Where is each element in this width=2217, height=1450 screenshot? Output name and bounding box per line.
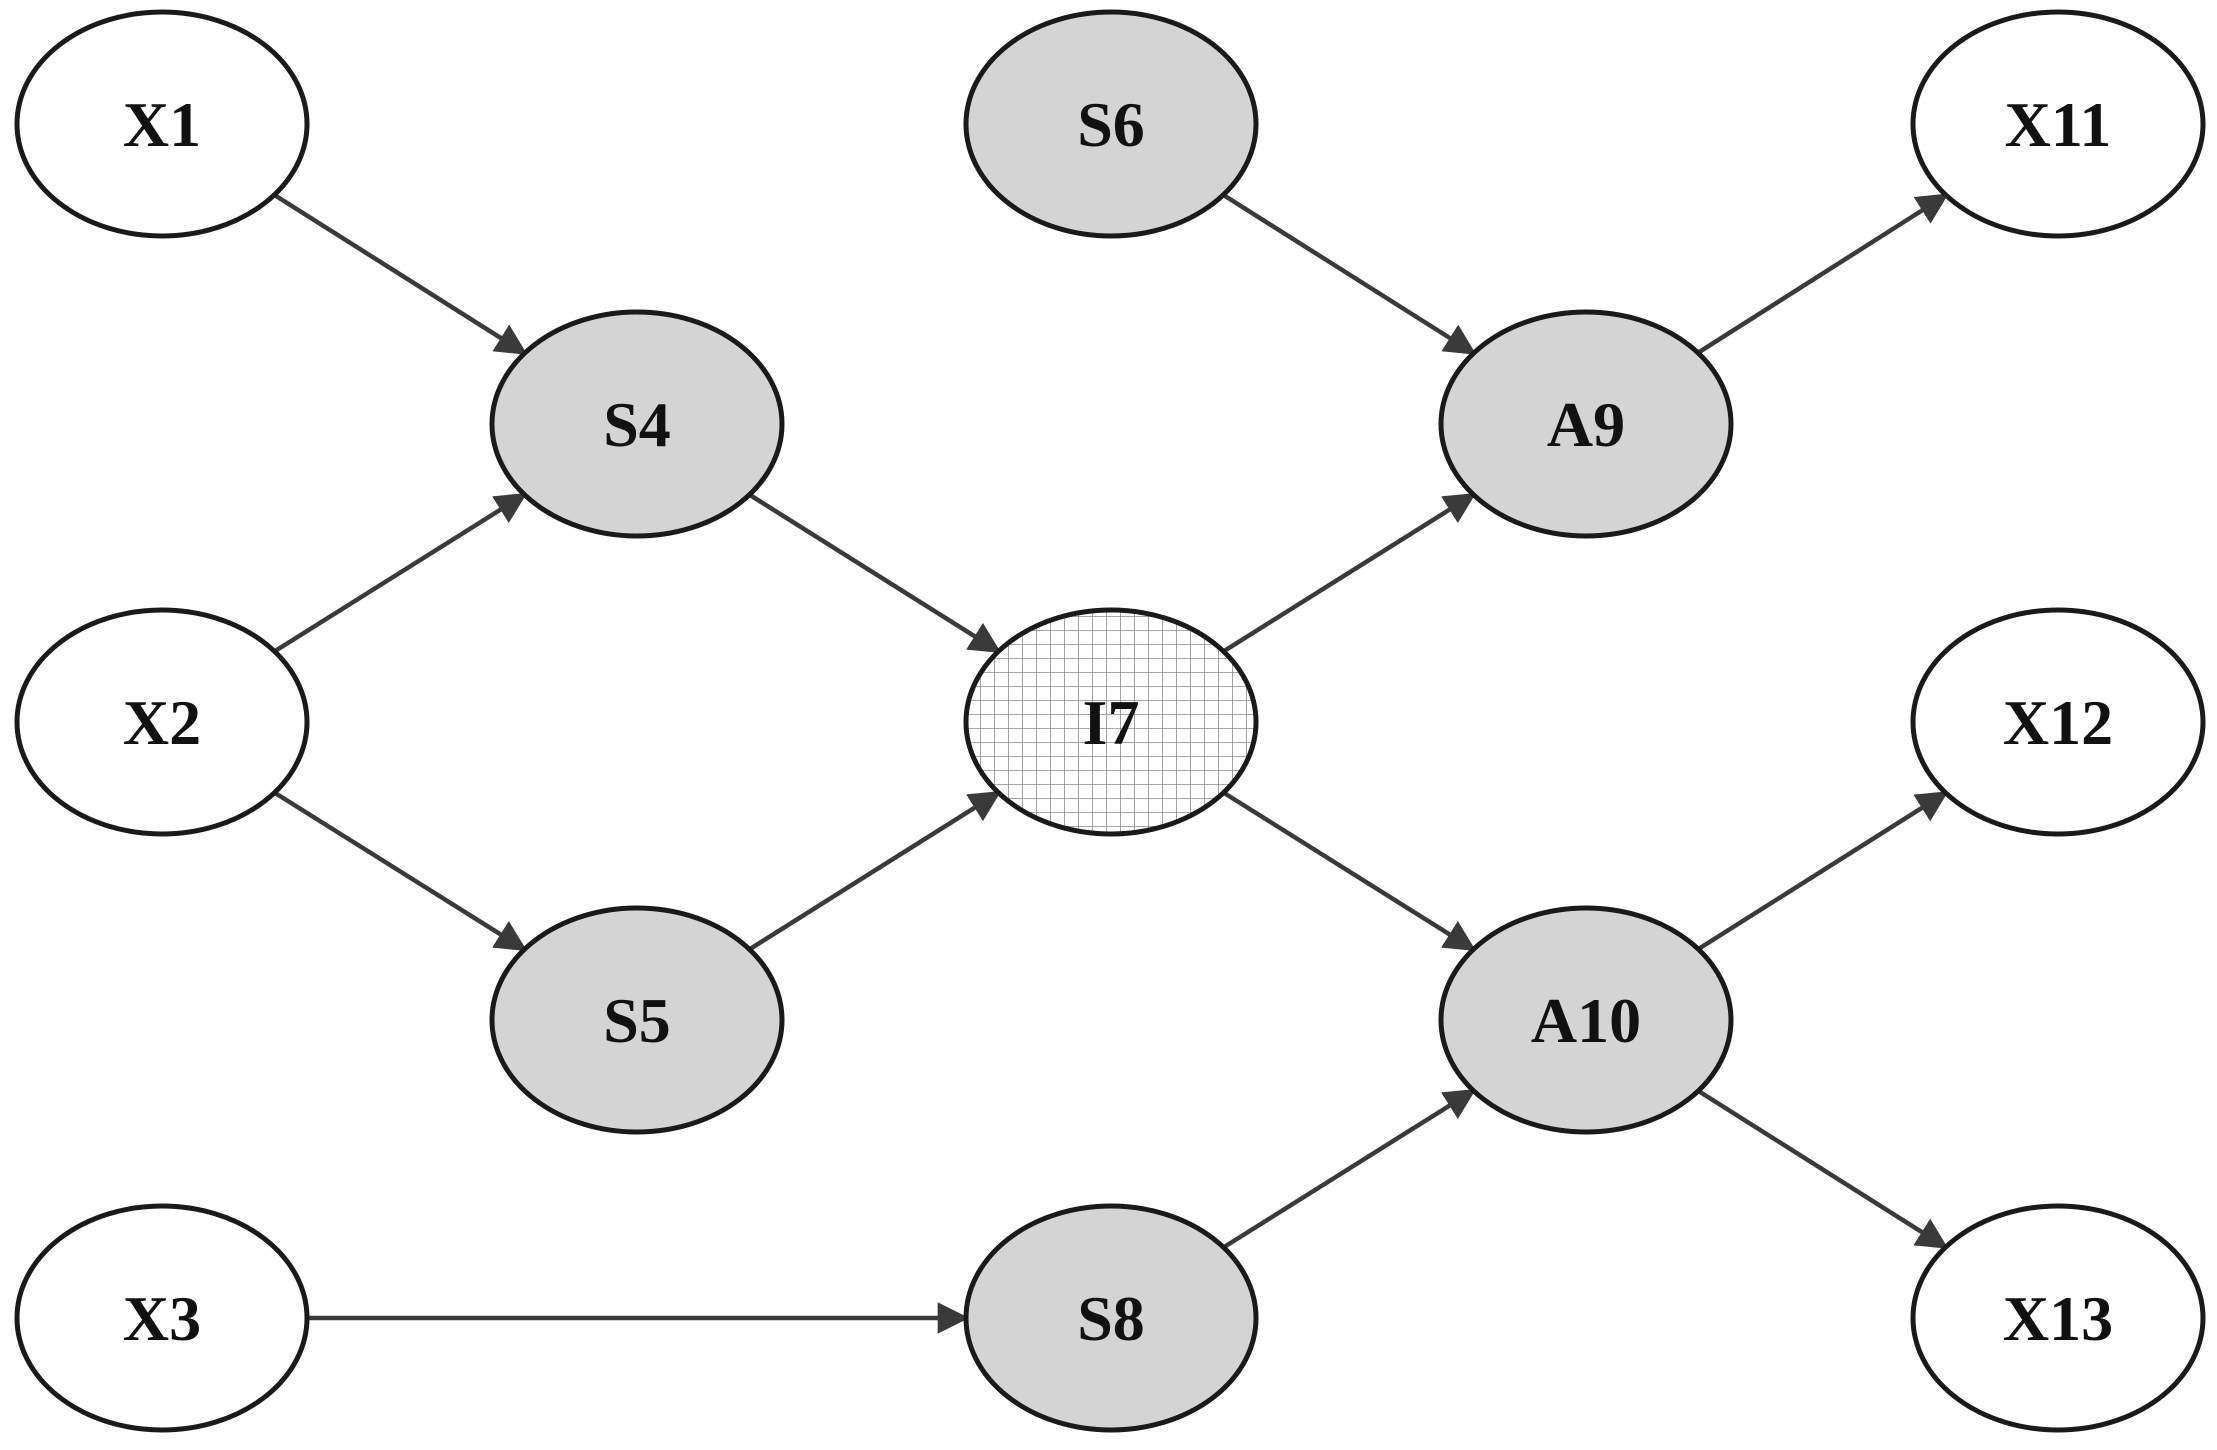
node-a9-label: A9 [1547, 389, 1625, 460]
edge-x2-to-s5 [273, 790, 528, 952]
node-x11-ellipse [1910, 9, 2206, 239]
node-x3-ellipse [14, 1203, 310, 1433]
node-s6-label: S6 [1077, 89, 1145, 160]
node-a10-label: A10 [1531, 985, 1641, 1056]
node-x1: X1 [14, 9, 310, 239]
node-x1-ellipse [14, 9, 310, 239]
node-s6: S6 [963, 9, 1259, 239]
node-a10: A10 [1438, 905, 1734, 1135]
node-x12-ellipse [1910, 607, 2206, 837]
edges-layer [273, 192, 1949, 1334]
node-s4-label: S4 [603, 389, 671, 460]
edge-s6-to-a9 [1222, 192, 1477, 356]
node-x11-label: X11 [2005, 89, 2112, 160]
node-i7-ellipse [963, 607, 1259, 837]
node-s8-ellipse [963, 1203, 1259, 1433]
edge-a10-to-x13 [1697, 1088, 1949, 1250]
node-x13: X13 [1910, 1203, 2206, 1433]
node-s5: S5 [489, 905, 785, 1135]
node-x12-label: X12 [2003, 687, 2113, 758]
edge-i7-to-a9 [1222, 492, 1477, 654]
edge-x2-to-s4 [273, 492, 528, 654]
node-x11: X11 [1910, 9, 2206, 239]
edge-i7-to-a10 [1222, 790, 1477, 952]
node-x2: X2 [14, 607, 310, 837]
node-s5-label: S5 [603, 985, 671, 1056]
node-x2-label: X2 [123, 687, 201, 758]
node-s5-ellipse [489, 905, 785, 1135]
edge-a10-to-x12 [1697, 790, 1949, 952]
node-x13-label: X13 [2003, 1283, 2113, 1354]
node-x3: X3 [14, 1203, 310, 1433]
node-a9-ellipse [1438, 309, 1734, 539]
node-x12: X12 [1910, 607, 2206, 837]
edge-x1-to-s4 [273, 192, 528, 356]
node-a10-ellipse [1438, 905, 1734, 1135]
node-s4: S4 [489, 309, 785, 539]
edge-s5-to-i7 [748, 790, 1002, 952]
node-x13-ellipse [1910, 1203, 2206, 1433]
node-i7: I7 [963, 607, 1259, 837]
node-s6-ellipse [963, 9, 1259, 239]
node-s4-ellipse [489, 309, 785, 539]
edge-s4-to-i7 [748, 492, 1002, 654]
node-x3-label: X3 [123, 1283, 201, 1354]
node-x2-ellipse [14, 607, 310, 837]
edge-s8-to-a10 [1222, 1088, 1477, 1250]
node-a9: A9 [1438, 309, 1734, 539]
node-s8: S8 [963, 1203, 1259, 1433]
node-x1-label: X1 [123, 89, 201, 160]
node-i7-label: I7 [1083, 687, 1140, 758]
node-s8-label: S8 [1077, 1283, 1145, 1354]
edge-a9-to-x11 [1696, 193, 1949, 355]
